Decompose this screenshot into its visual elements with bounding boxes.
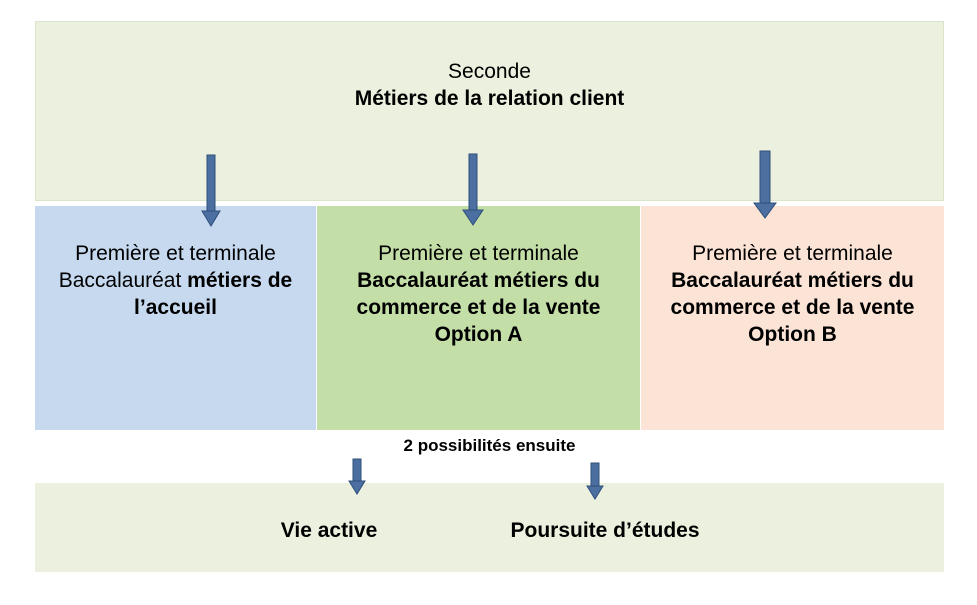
seconde-box xyxy=(35,21,944,201)
seconde-label: Seconde xyxy=(448,60,531,83)
seconde-heading: Seconde Métiers de la relation client xyxy=(35,58,944,112)
option-accueil-box xyxy=(35,206,316,430)
option-a-box xyxy=(317,206,640,430)
outcomes-box xyxy=(35,483,944,572)
option-b-normal: Première et terminale xyxy=(692,242,893,265)
option-a-text: Première et terminale Baccalauréat métie… xyxy=(327,240,630,348)
option-accueil-text: Première et terminale Baccalauréat métie… xyxy=(45,240,306,321)
arrow-down-icon xyxy=(201,154,221,227)
option-b-text: Première et terminale Baccalauréat métie… xyxy=(651,240,934,348)
option-a-normal: Première et terminale xyxy=(378,242,579,265)
arrow-down-icon xyxy=(462,153,484,226)
option-accueil-normal: Première et terminale Baccalauréat xyxy=(58,242,276,292)
middle-note: 2 possibilités ensuite xyxy=(403,436,576,455)
option-a-bold: Baccalauréat métiers du commerce et de l… xyxy=(356,269,601,346)
option-accueil-bold: métiers de l’accueil xyxy=(134,269,293,319)
arrow-down-icon xyxy=(348,458,366,495)
outcome-poursuite-etudes: Poursuite d’études xyxy=(510,519,700,542)
arrow-down-icon xyxy=(586,462,604,500)
outcome-vie-active: Vie active xyxy=(280,519,378,542)
option-b-bold: Baccalauréat métiers du commerce et de l… xyxy=(670,269,915,346)
option-b-box xyxy=(641,206,944,430)
seconde-title: Métiers de la relation client xyxy=(354,87,625,110)
arrow-down-icon xyxy=(753,150,777,219)
